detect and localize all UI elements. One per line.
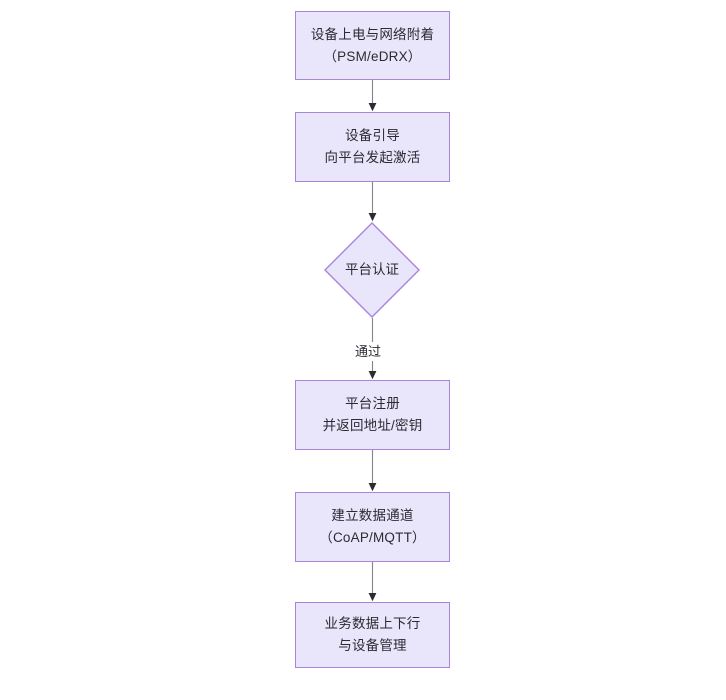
flow-node-platform-register-line1: 平台注册 [345, 396, 400, 411]
flow-node-power-on[interactable]: 设备上电与网络附着 （PSM/eDRX） [295, 11, 450, 80]
flow-node-platform-auth-label: 平台认证 [345, 262, 399, 277]
diamond-shape [324, 222, 420, 318]
flow-node-bootstrap[interactable]: 设备引导 向平台发起激活 [295, 112, 450, 182]
flow-node-business-data-line2: 与设备管理 [338, 638, 407, 653]
flow-node-data-channel[interactable]: 建立数据通道 （CoAP/MQTT） [295, 492, 450, 562]
flow-node-data-channel-line2: （CoAP/MQTT） [319, 530, 426, 545]
flow-node-platform-register-line2: 并返回地址/密钥 [322, 418, 423, 433]
flow-node-data-channel-line1: 建立数据通道 [331, 508, 414, 523]
flow-node-business-data[interactable]: 业务数据上下行 与设备管理 [295, 602, 450, 668]
flow-node-bootstrap-line2: 向平台发起激活 [324, 150, 421, 165]
flow-node-bootstrap-line1: 设备引导 [345, 128, 400, 143]
flow-node-platform-auth[interactable]: 平台认证 [324, 222, 420, 318]
edge-label-pass: 通过 [352, 342, 385, 361]
flow-node-power-on-line2: （PSM/eDRX） [323, 48, 422, 64]
flow-node-power-on-line1: 设备上电与网络附着 [310, 26, 435, 42]
flow-node-platform-register[interactable]: 平台注册 并返回地址/密钥 [295, 380, 450, 450]
flow-node-business-data-line1: 业务数据上下行 [324, 616, 421, 631]
